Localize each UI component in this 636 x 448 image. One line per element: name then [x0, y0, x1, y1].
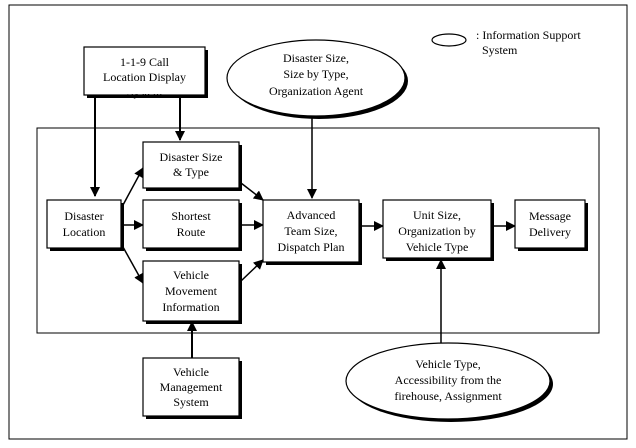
legend-label-line-2: System	[482, 43, 518, 57]
node-unit-size: Unit Size, Organization by Vehicle Type	[382, 199, 494, 261]
node-disaster-size-type: Disaster Size & Type	[142, 141, 242, 191]
message-delivery-line-1: Message	[529, 209, 571, 223]
message-delivery-line-2: Delivery	[529, 225, 571, 239]
advanced-team-line-1: Advanced	[287, 208, 336, 222]
node-call-location-display: 1-1-9 Call Location Display System	[83, 46, 208, 99]
advanced-team-line-2: Team Size,	[284, 224, 337, 238]
vehicle-mgmt-line-2: Management	[160, 380, 223, 394]
advanced-team-line-3: Dispatch Plan	[278, 240, 345, 254]
unit-size-line-1: Unit Size,	[413, 208, 461, 222]
vehicle-mgmt-line-1: Vehicle	[173, 365, 209, 379]
node-disaster-location: Disaster Location	[46, 199, 124, 251]
node-vehicle-movement: Vehicle Movement Information	[142, 260, 242, 324]
vehicle-movement-line-1: Vehicle	[173, 268, 209, 282]
vehicle-type-info-line-3: firehouse, Assignment	[394, 389, 502, 403]
vehicle-type-info-line-1: Vehicle Type,	[415, 357, 481, 371]
shortest-route-line-1: Shortest	[171, 209, 211, 223]
node-shortest-route: Shortest Route	[142, 199, 242, 251]
vehicle-mgmt-line-3: System	[173, 395, 209, 409]
arrow-size-to-team	[240, 182, 264, 201]
legend: : Information Support System	[431, 28, 581, 57]
node-vehicle-management: Vehicle Management System	[142, 357, 242, 419]
call-display-line-1: 1-1-9 Call	[120, 55, 170, 69]
vehicle-movement-line-2: Movement	[165, 284, 218, 298]
arrow-vehicle-to-team	[240, 259, 264, 282]
disaster-location-line-1: Disaster	[64, 209, 103, 223]
disaster-location-line-2: Location	[63, 225, 106, 239]
node-disaster-agent: Disaster Size, Size by Type, Organizatio…	[226, 39, 408, 119]
disaster-agent-line-2: Size by Type,	[283, 67, 348, 81]
unit-size-line-3: Vehicle Type	[406, 240, 469, 254]
vehicle-movement-line-3: Information	[162, 300, 219, 314]
call-display-line-2: Location Display	[103, 70, 186, 84]
legend-ellipse-icon	[431, 33, 467, 47]
outer-frame	[8, 4, 628, 440]
node-advanced-team: Advanced Team Size, Dispatch Plan	[262, 199, 362, 265]
disaster-agent-line-3: Organization Agent	[269, 84, 364, 98]
unit-size-line-2: Organization by	[398, 224, 475, 238]
node-vehicle-type-info: Vehicle Type, Accessibility from the fir…	[345, 342, 553, 422]
disaster-size-type-line-1: Disaster Size	[160, 150, 223, 164]
disaster-size-type-line-2: & Type	[173, 165, 209, 179]
arrow-location-to-vehicle	[122, 246, 144, 284]
vehicle-type-info-line-2: Accessibility from the	[395, 373, 502, 387]
node-message-delivery: Message Delivery	[514, 199, 588, 251]
legend-label-line-1: : Information Support	[476, 28, 581, 42]
arrow-location-to-size	[122, 167, 144, 206]
disaster-agent-line-1: Disaster Size,	[283, 51, 349, 65]
connectors	[90, 96, 516, 358]
system-boundary	[36, 127, 600, 334]
shortest-route-line-2: Route	[177, 225, 206, 239]
